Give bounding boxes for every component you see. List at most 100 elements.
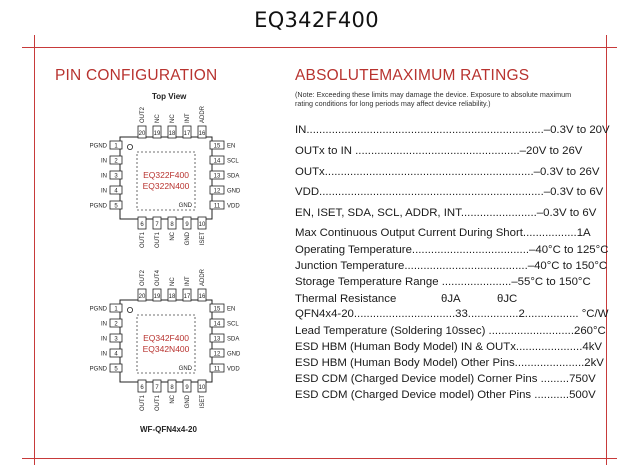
top-package-body [119, 136, 213, 220]
pin-number: 20 [139, 131, 146, 137]
pin-number: 6 [140, 385, 144, 391]
pin-pad [137, 216, 147, 230]
pin-name: NC [170, 231, 176, 240]
pin-name: GND [185, 231, 191, 245]
top-pin1-dot [127, 144, 134, 151]
pin-pad [109, 170, 123, 180]
theta-ja-label: θJA [441, 293, 461, 305]
frame-top-line [22, 47, 617, 48]
pin-number: 6 [140, 222, 144, 228]
pin-name: GND [185, 394, 191, 408]
top-gnd-label: GND [179, 203, 193, 209]
pin-name: OUT4 [155, 269, 161, 286]
pin-name: SDA [227, 336, 239, 342]
pin-number: 19 [154, 131, 161, 137]
pin-name: OUT2 [140, 106, 146, 123]
pin-pad [109, 185, 123, 195]
thermal-heading: Thermal Resistance [295, 293, 397, 305]
pin-number: 8 [170, 385, 174, 391]
pin-pad [182, 379, 192, 393]
pin-name: NC [170, 394, 176, 403]
pin-name: ADDR [200, 105, 206, 123]
pin-pad [137, 288, 147, 302]
bottom-gnd-label: GND [179, 366, 193, 372]
pin-number: 10 [199, 385, 206, 391]
top-exposed-pad [136, 151, 196, 211]
pin-pad [209, 363, 225, 373]
rating-row: IN......................................… [295, 124, 610, 136]
pin-number: 17 [184, 294, 191, 300]
pin-name: SCL [227, 321, 239, 327]
abs-max-note-line1: (Note: Exceeding these limits may damage… [295, 90, 572, 99]
pin-name: ADDR [200, 268, 206, 286]
theta-jc-text: θJC [497, 293, 518, 305]
rating-row: EN, ISET, SDA, SCL, ADDR, INT...........… [295, 207, 597, 219]
pin-pad [209, 140, 225, 150]
pin-name: OUT1 [140, 394, 146, 411]
pin-pad [167, 288, 177, 302]
pin-name: EN [227, 143, 235, 149]
pin-pad [152, 216, 162, 230]
pin-pad [167, 125, 177, 139]
rating-row: OUTx....................................… [295, 166, 600, 178]
pin-pad [209, 155, 225, 165]
pin-name: NC [155, 114, 161, 123]
abs-max-heading: ABSOLUTEMAXIMUM RATINGS [295, 67, 530, 84]
rating-row: Operating Temperature...................… [295, 244, 609, 256]
rating-row: OUTx to IN .............................… [295, 145, 583, 157]
pin-number: 5 [114, 203, 118, 209]
pin-pad [209, 348, 225, 358]
frame-right-line [606, 35, 607, 465]
pin-name: VDD [227, 203, 240, 209]
pin-name: IN [101, 188, 107, 194]
pin-number: 7 [155, 385, 159, 391]
pin-number: 11 [214, 203, 221, 209]
pin-name: PGND [90, 143, 108, 149]
pin-number: 3 [114, 173, 118, 179]
pin-number: 17 [184, 131, 191, 137]
top-part2-label: EQ322N400 [143, 181, 190, 191]
pin-name: PGND [90, 203, 108, 209]
pin-number: 18 [169, 131, 176, 137]
pin-pad [209, 303, 225, 313]
pin-name: PGND [90, 366, 108, 372]
pin-number: 9 [185, 222, 189, 228]
bottom-pin1-dot [127, 307, 134, 314]
rating-row: ESD CDM (Charged Device model) Corner Pi… [295, 373, 596, 385]
pin-config-heading: PIN CONFIGURATION [55, 67, 218, 84]
top-part1-label: EQ322F400 [143, 170, 189, 180]
pin-name: ISET [200, 395, 206, 409]
bottom-part2-label: EQ342N400 [143, 344, 190, 354]
pin-pad [209, 200, 225, 210]
pin-number: 14 [214, 158, 221, 164]
pin-number: 9 [185, 385, 189, 391]
pin-pad [109, 155, 123, 165]
pin-pad [109, 363, 123, 373]
pin-name: PGND [90, 306, 108, 312]
pin-name: IN [101, 158, 107, 164]
pin-name: INT [185, 113, 191, 123]
rating-row: Storage Temperature Range ..............… [295, 276, 591, 288]
pin-number: 18 [169, 294, 176, 300]
frame-left-line [34, 35, 35, 465]
pin-name: ISET [200, 232, 206, 246]
top-package-diagram: EQ322F400 EQ322N400 GND 1PGND2IN3IN4IN5P… [90, 105, 241, 248]
document-title: EQ342F400 [254, 8, 379, 32]
pin-pad [109, 348, 123, 358]
pin-pad [137, 125, 147, 139]
pin-number: 2 [114, 321, 118, 327]
pin-number: 2 [114, 158, 118, 164]
pin-number: 10 [199, 222, 206, 228]
pin-number: 13 [214, 173, 221, 179]
pin-name: VDD [227, 366, 240, 372]
pin-name: OUT1 [155, 394, 161, 411]
rating-row: Max Continuous Output Current During Sho… [295, 227, 591, 239]
pin-pad [197, 379, 207, 393]
pin-number: 4 [114, 188, 118, 194]
pin-pad [152, 379, 162, 393]
